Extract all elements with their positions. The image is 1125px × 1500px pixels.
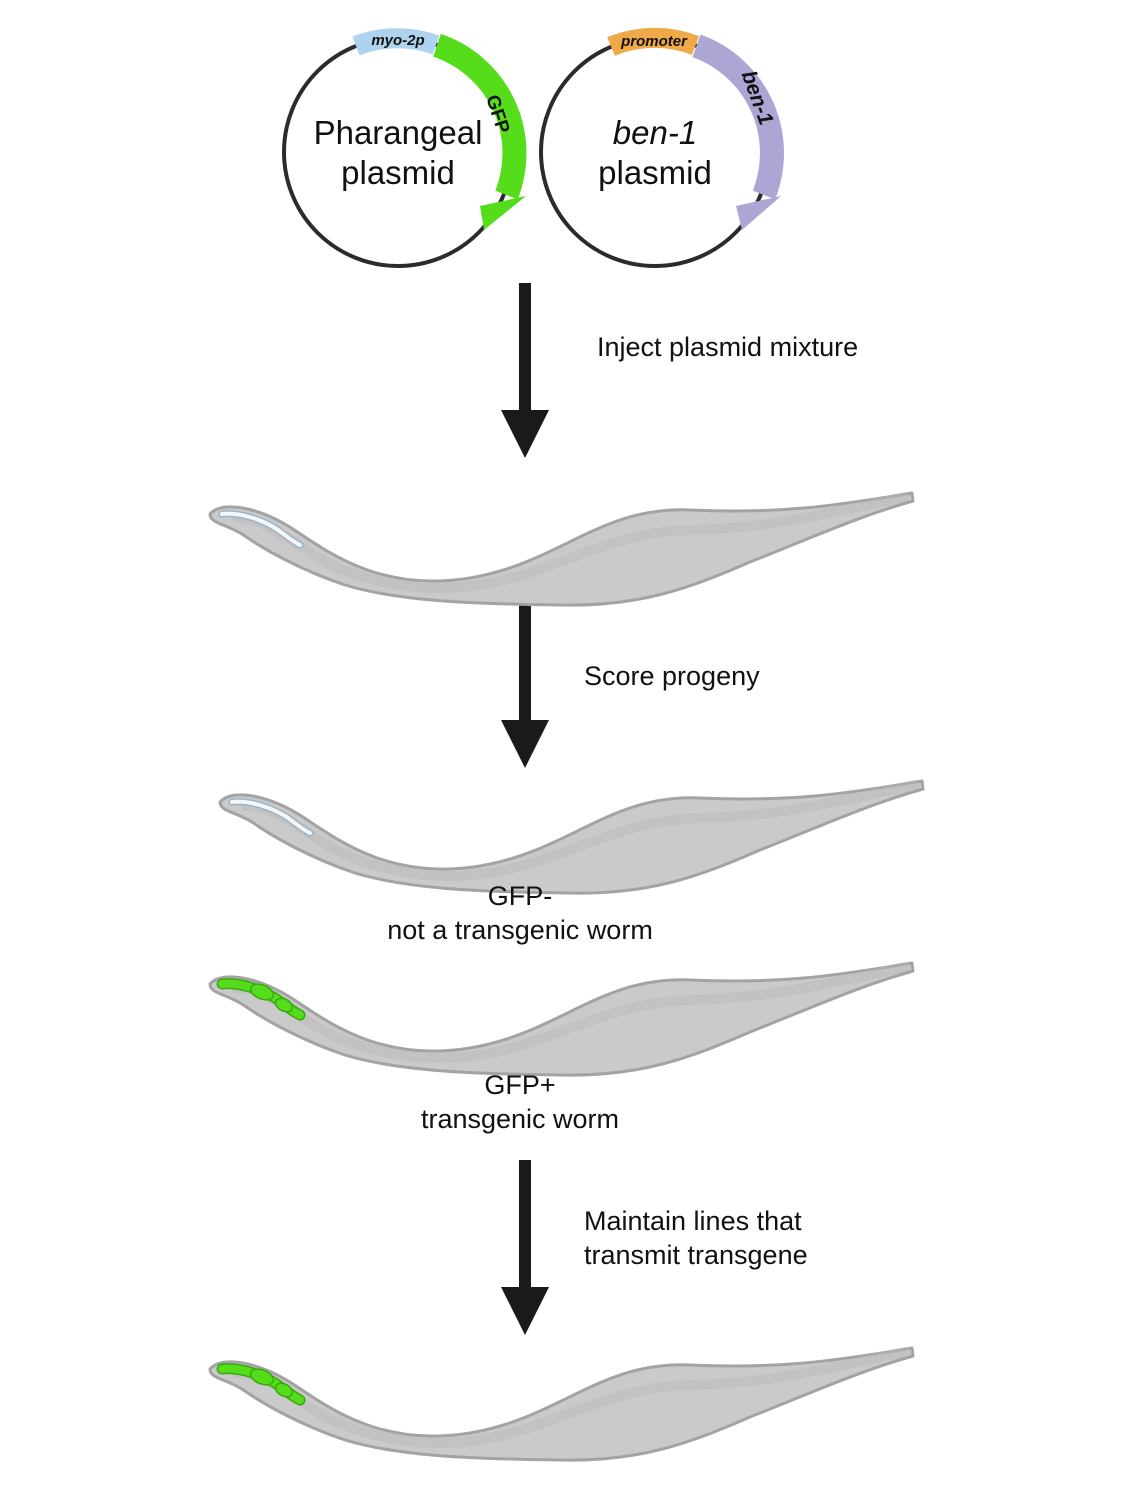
ben1-plasmid — [539, 27, 784, 268]
plasmid1-name: Pharangeal plasmid — [298, 113, 498, 193]
arrow-maintain — [501, 1160, 549, 1335]
ben1-gene-segment — [692, 34, 784, 200]
gfp-pharynx — [216, 978, 306, 1021]
gfp-positive-caption-line1: GFP+ — [484, 1070, 556, 1100]
pharangeal-plasmid — [282, 28, 527, 268]
step-maintain-line1: Maintain lines that — [584, 1206, 802, 1236]
worm-body — [208, 961, 915, 1077]
gfp-gene-segment — [432, 33, 527, 200]
worm-body — [208, 491, 915, 607]
gfp-pharynx — [216, 1363, 306, 1406]
worm-body — [218, 779, 925, 895]
gfp-negative-caption-line1: GFP- — [487, 881, 553, 911]
gfp-negative-caption-line2: not a transgenic worm — [387, 915, 653, 945]
promoter-segment — [352, 28, 440, 56]
worm-gfp-positive — [208, 961, 915, 1077]
step-score-label: Score progeny — [584, 661, 760, 691]
gfp-positive-caption-line2: transgenic worm — [420, 1104, 620, 1134]
promoter-segment — [607, 27, 700, 56]
plasmid2-name: ben-1 plasmid — [555, 113, 755, 193]
worm-body — [208, 1346, 915, 1462]
worm-gut — [231, 1347, 910, 1449]
gfp-arrowhead — [480, 196, 526, 230]
gfp-negative-caption: GFP- not a transgenic worm — [320, 879, 720, 947]
arrow-score — [501, 593, 549, 768]
worm-gut — [231, 962, 910, 1064]
worm-gfp-negative — [218, 779, 925, 895]
plasmid2-name-line1: ben-1 — [612, 114, 698, 151]
arrow-inject — [501, 283, 549, 458]
worm-injected — [208, 491, 915, 607]
worm-maintained-line — [208, 1346, 915, 1462]
myo2p-label: myo-2p — [371, 32, 424, 49]
step-maintain-line2: transmit transgene — [584, 1240, 808, 1270]
step-maintain-label: Maintain lines that transmit transgene — [584, 1204, 808, 1272]
step-inject-label: Inject plasmid mixture — [597, 332, 859, 362]
plasmid1-name-line1: Pharangeal — [313, 114, 483, 151]
promoter-label: promoter — [620, 33, 688, 50]
worm-gut — [241, 780, 920, 882]
ben1-arrowhead — [736, 196, 781, 230]
plasmid1-name-line2: plasmid — [341, 154, 455, 191]
worm-gut — [231, 492, 910, 594]
clear-pharynx — [228, 798, 314, 837]
gfp-positive-caption: GFP+ transgenic worm — [320, 1068, 720, 1136]
plasmid2-name-line2: plasmid — [598, 154, 712, 191]
clear-pharynx — [218, 510, 304, 549]
